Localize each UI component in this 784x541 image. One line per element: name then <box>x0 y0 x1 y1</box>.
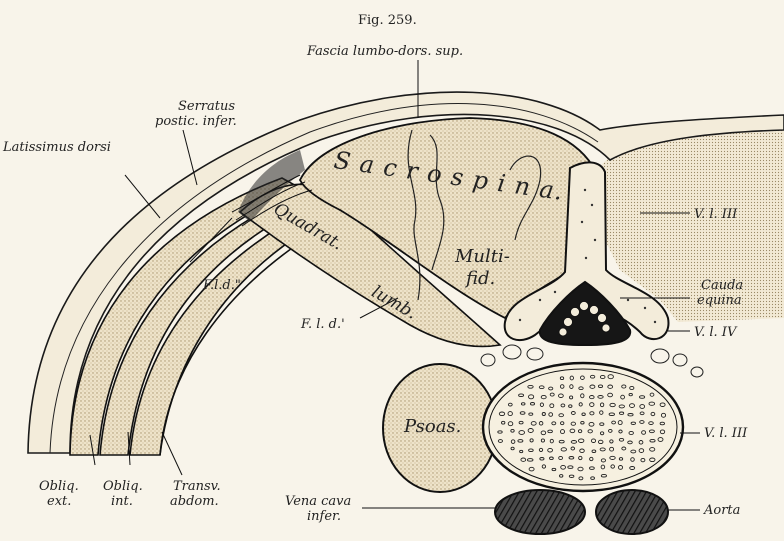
label-fascia-lumbodorsalis: Fascia lumbo-dors. sup. <box>307 45 463 59</box>
aorta <box>596 490 668 534</box>
label-obliq-ext-2: ext. <box>47 495 71 509</box>
label-cauda-1: Cauda <box>701 279 743 293</box>
vertebral-body <box>483 363 683 491</box>
label-vl3-body: V. l. III <box>704 427 747 441</box>
label-vena-cava-2: infer. <box>307 510 341 524</box>
label-latissimus-dorsi: Latissimus dorsi <box>3 141 111 155</box>
label-obliq-int-1: Obliq. <box>103 480 143 494</box>
label-transv-2: abdom. <box>170 495 219 509</box>
label-vena-cava-1: Vena cava <box>285 495 351 509</box>
figure-caption: Fig. 259. <box>358 13 417 28</box>
label-obliq-ext-1: Obliq. <box>39 480 79 494</box>
label-transv-1: Transv. <box>173 480 221 494</box>
label-cauda-2: equina <box>697 294 742 308</box>
label-serratus-1: Serratus <box>178 100 235 114</box>
label-aorta: Aorta <box>704 504 740 518</box>
label-vl4: V. l. IV <box>694 326 736 340</box>
vena-cava <box>495 490 585 534</box>
label-obliq-int-2: int. <box>111 495 133 509</box>
label-fld-single: F. l. d.' <box>301 318 345 332</box>
label-multifidus-2: fid. <box>466 268 495 289</box>
label-vl3-spinous: V. l. III <box>694 208 737 222</box>
label-psoas: Psoas. <box>404 416 461 437</box>
label-multifidus-1: Multi- <box>455 246 510 267</box>
label-serratus-2: postic. infer. <box>155 115 237 129</box>
label-fld-double: F.l.d." <box>203 279 241 293</box>
